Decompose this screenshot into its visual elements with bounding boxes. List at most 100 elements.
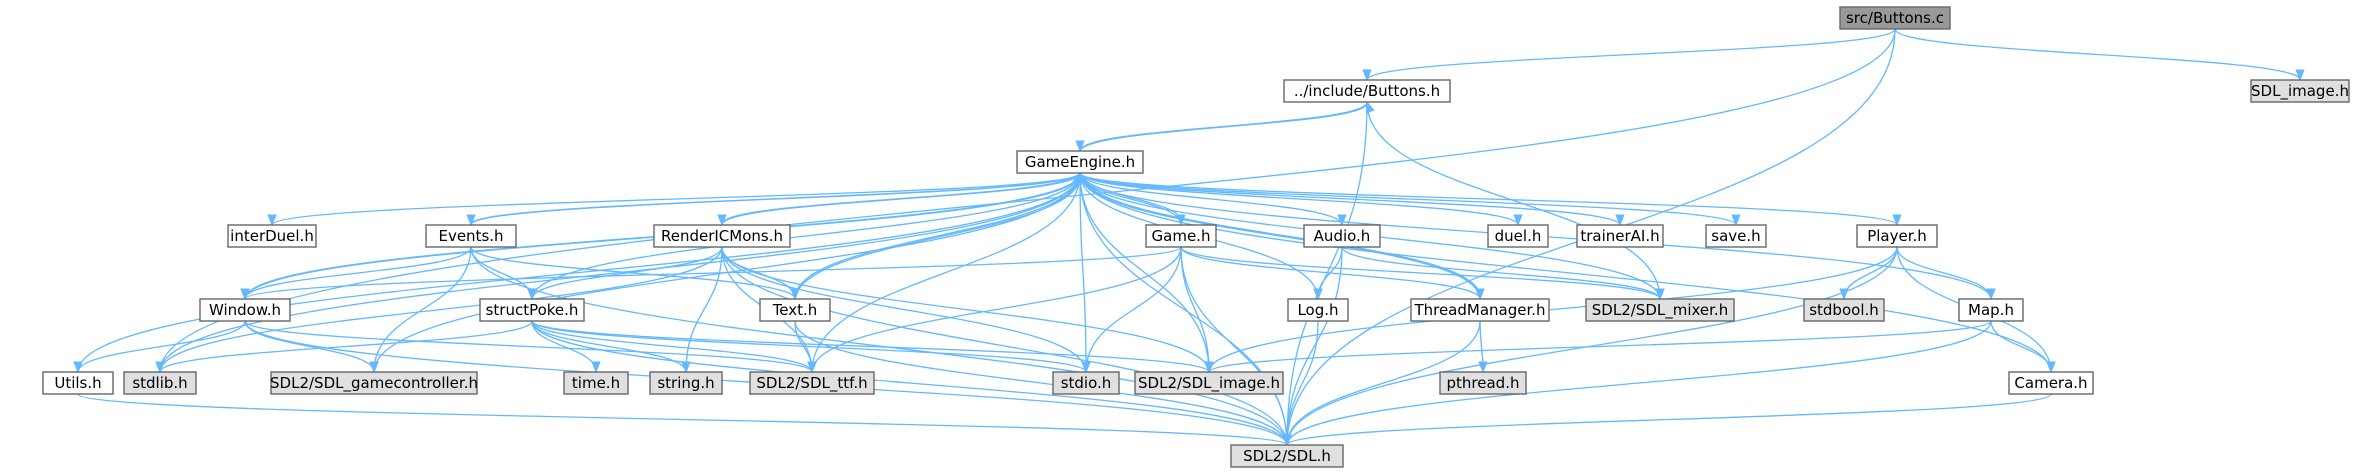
edge-map_h-to-sdl_h: [1282, 320, 1992, 447]
node-threadmanager-h[interactable]: ThreadManager.h: [1410, 298, 1550, 322]
edge-map_h-to-sdl2_image: [1204, 320, 1992, 374]
edge-structpoke_h-to-sdl_ttf: [531, 320, 817, 374]
node-box: [1439, 371, 1527, 395]
edge-text_h-to-sdl_h: [794, 320, 1292, 447]
node-camera-h[interactable]: Camera.h: [2008, 371, 2094, 395]
node-window-h[interactable]: Window.h: [199, 298, 291, 322]
node-box: [425, 224, 517, 248]
node-box: [653, 224, 791, 248]
node-game-h[interactable]: Game.h: [1145, 224, 1217, 248]
edge-buttons_h-to-sdl_h: [1282, 101, 1368, 447]
node-label: Events.h: [438, 227, 503, 245]
node-time-h: time.h: [563, 371, 629, 395]
edge-structpoke_h-to-stdio_h: [531, 320, 1091, 374]
node-box: [649, 371, 723, 395]
node-trainerai-h[interactable]: trainerAI.h: [1576, 224, 1664, 248]
edge-audio_h-to-sdl_mixer: [1341, 246, 1665, 301]
edge-window_h-to-utils_h: [73, 320, 246, 374]
edge-structpoke_h-to-stdlib_h: [155, 320, 533, 374]
node-sdl-mixer: SDL2/SDL_mixer.h: [1585, 298, 1735, 322]
node-box: [1839, 6, 1951, 30]
node-label: ThreadManager.h: [1413, 301, 1545, 319]
dependency-edges: [73, 28, 2305, 447]
node-box: [479, 298, 585, 322]
node-box: [1705, 224, 1767, 248]
edge-buttons_c-to-buttons_h: [1362, 28, 1896, 82]
node-label: Window.h: [209, 301, 281, 319]
node-label: Map.h: [1968, 301, 2014, 319]
node-interduel-h[interactable]: interDuel.h: [227, 224, 317, 248]
edge-rendericmons_h-to-sdl_h: [721, 246, 1292, 447]
edge-game_h-to-stdio_h: [1081, 246, 1182, 374]
node-label: stdbool.h: [1809, 301, 1879, 319]
node-player-h[interactable]: Player.h: [1856, 224, 1938, 248]
node-gameengine-h[interactable]: GameEngine.h: [1016, 150, 1144, 174]
node-buttons-h[interactable]: ../include/Buttons.h: [1283, 79, 1451, 103]
node-label: SDL_image.h: [2251, 82, 2349, 101]
node-duel-h[interactable]: duel.h: [1487, 224, 1549, 248]
edge-audio_h-to-log_h: [1313, 246, 1343, 301]
node-label: save.h: [1711, 227, 1760, 245]
edge-gameengine_h-to-camera_h: [1079, 172, 2056, 374]
node-label: Audio.h: [1314, 227, 1371, 245]
edge-buttons_c-to-sdl_image_top: [1894, 28, 2305, 82]
node-label: structPoke.h: [486, 301, 579, 319]
node-box: [1016, 150, 1144, 174]
edge-player_h-to-map_h: [1896, 246, 1996, 301]
node-box: [749, 371, 875, 395]
node-label: stdio.h: [1061, 374, 1112, 392]
node-stdlib-h: stdlib.h: [123, 371, 197, 395]
edge-log_h-to-sdl_h: [1282, 320, 1319, 447]
edge-gameengine_h-to-threadmanager_h: [1079, 172, 1485, 301]
edge-rendericmons_h-to-structpoke_h: [527, 246, 723, 301]
node-map-h[interactable]: Map.h: [1958, 298, 2024, 322]
node-box: [199, 298, 291, 322]
edge-game_h-to-sdl_h: [1180, 246, 1292, 447]
node-text-h[interactable]: Text.h: [759, 298, 831, 322]
node-label: SDL2/SDL_gamecontroller.h: [270, 374, 478, 393]
node-events-h[interactable]: Events.h: [425, 224, 517, 248]
node-label: Text.h: [772, 301, 818, 319]
node-box: [1287, 298, 1349, 322]
node-label: ../include/Buttons.h: [1294, 82, 1440, 100]
edge-map_h-to-camera_h: [1990, 320, 2056, 374]
edge-utils_h-to-sdl_h: [77, 393, 1292, 447]
node-box: [563, 371, 629, 395]
edge-structpoke_h-to-sdl2_image: [531, 320, 1214, 374]
edge-gameengine_h-to-stdio_h: [1079, 172, 1091, 374]
edge-rendericmons_h-to-string_h: [681, 246, 723, 374]
edge-gameengine_h-to-utils_h: [73, 172, 1081, 374]
node-label: Player.h: [1867, 227, 1927, 245]
node-box: [123, 371, 197, 395]
node-box: [1487, 224, 1549, 248]
edge-text_h-to-gameengine_h: [794, 171, 1086, 300]
edge-camera_h-to-sdl_h: [1282, 393, 2052, 447]
node-label: Log.h: [1297, 301, 1338, 319]
edge-threadmanager_h-to-gameengine_h: [1076, 171, 1481, 300]
node-box: [759, 298, 831, 322]
node-label: Camera.h: [2014, 374, 2087, 392]
edge-game_h-to-sdl_mixer: [1180, 246, 1665, 301]
node-box: [1803, 298, 1885, 322]
node-sdl-h: SDL2/SDL.h: [1230, 444, 1344, 468]
node-box: [1303, 224, 1381, 248]
node-label: duel.h: [1495, 227, 1542, 245]
edge-rendericmons_h-to-stdio_h: [721, 246, 1091, 374]
node-save-h[interactable]: save.h: [1705, 224, 1767, 248]
node-utils-h[interactable]: Utils.h: [42, 371, 114, 395]
node-structpoke-h[interactable]: structPoke.h: [479, 298, 585, 322]
node-box: [1145, 224, 1217, 248]
edge-player_h-to-stdbool_h: [1839, 246, 1898, 301]
node-label: Game.h: [1152, 227, 1211, 245]
node-audio-h[interactable]: Audio.h: [1303, 224, 1381, 248]
node-string-h: string.h: [649, 371, 723, 395]
node-stdbool-h: stdbool.h: [1803, 298, 1885, 322]
edge-threadmanager_h-to-pthread_h: [1478, 320, 1488, 374]
edge-gameengine_h-to-buttons_h: [1079, 100, 1375, 152]
node-log-h[interactable]: Log.h: [1287, 298, 1349, 322]
node-rendericmons-h[interactable]: RenderICMons.h: [653, 224, 791, 248]
node-label: trainerAI.h: [1580, 227, 1659, 245]
node-label: SDL2/SDL.h: [1243, 447, 1331, 465]
edge-rendericmons_h-to-stdlib_h: [155, 246, 723, 374]
